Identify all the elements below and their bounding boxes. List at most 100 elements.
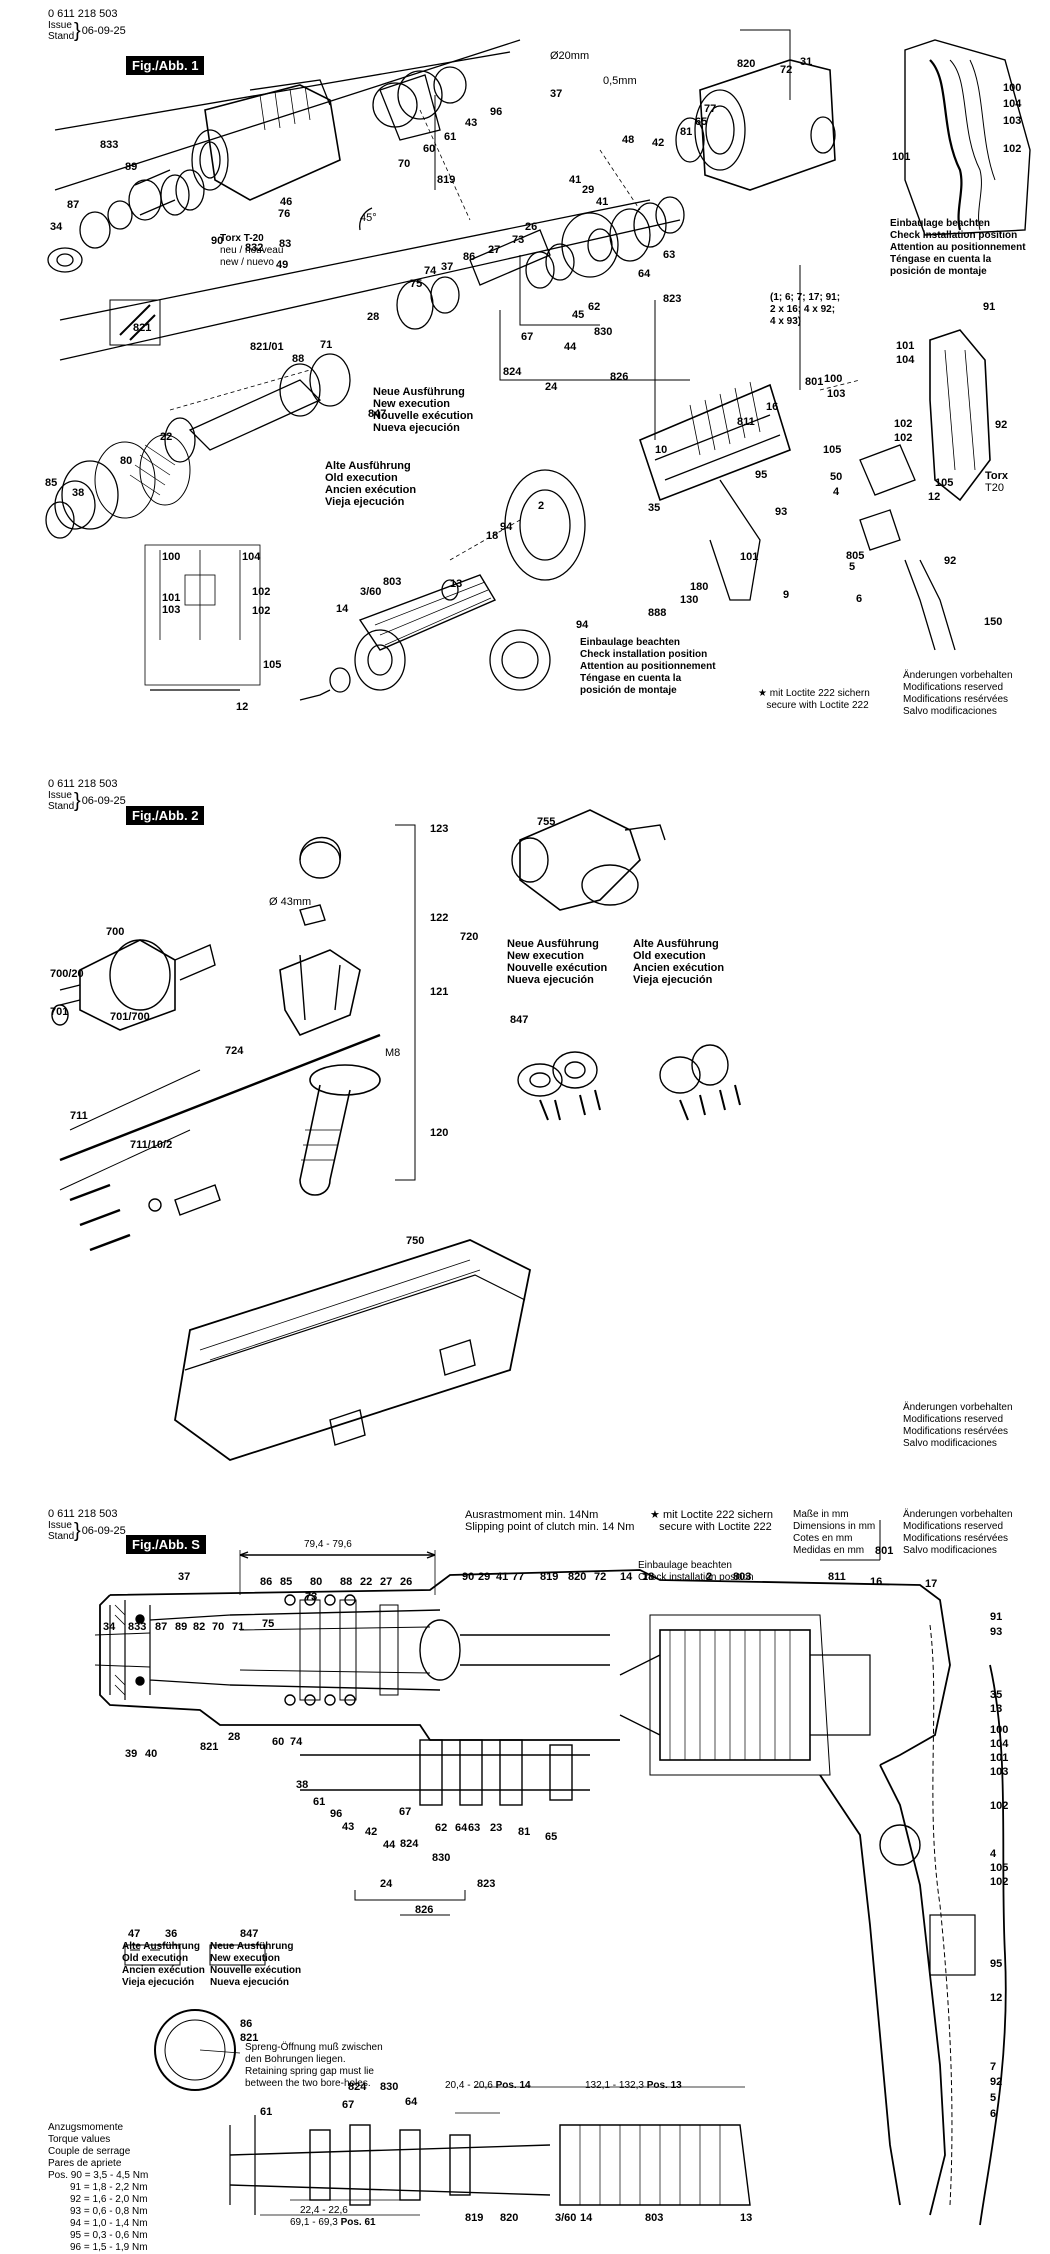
part-callout: 820 — [568, 1571, 586, 1583]
part-callout: 38 — [296, 1779, 308, 1791]
part-callout: 40 — [145, 1748, 157, 1760]
part-callout: 4 — [990, 1848, 997, 1860]
part-callout: 71 — [232, 1621, 244, 1633]
part-callout: 823 — [663, 293, 681, 305]
part-callout: 821 — [133, 322, 151, 334]
part-callout: 122 — [430, 912, 448, 924]
part-callout: 724 — [225, 1045, 244, 1057]
part-callout: 87 — [155, 1621, 167, 1633]
dim-a: 22,4 - 22,6 — [300, 2205, 348, 2216]
part-callout: 70 — [212, 1621, 224, 1633]
part-callout: 81 — [518, 1826, 530, 1838]
part-callout: 89 — [175, 1621, 187, 1633]
loctite-note: ★ mit Loctite 222 sichern secure with Lo… — [758, 688, 870, 711]
sectional-drawing: 37 86 85 80 88 22 27 26 73 75 34 833 87 … — [94, 1520, 1009, 2226]
part-callout: 805 — [846, 550, 864, 562]
guide-line — [54, 39, 521, 191]
dim-pos14: 20,4 - 20,6 Pos. 14 — [445, 2080, 531, 2091]
part-callout: 43 — [465, 117, 477, 129]
star-icon: ★ — [758, 688, 767, 699]
part-callout: 105 — [823, 444, 841, 456]
part-callout: 61 — [313, 1796, 325, 1808]
part-callout: 67 — [342, 2099, 354, 2111]
part-callout: 16 — [870, 1576, 882, 1588]
part-callout: 121 — [430, 986, 448, 998]
part-callout: 101 — [740, 551, 758, 563]
part-callout: 10 — [655, 444, 667, 456]
part-callout: 43 — [342, 1821, 354, 1833]
part-callout: 824 — [400, 1838, 419, 1850]
part-callout: 74 — [424, 265, 437, 277]
part-callout: 96 — [330, 1808, 342, 1820]
part-callout: 90 — [462, 1571, 474, 1583]
part-callout: 48 — [622, 134, 634, 146]
part-callout: 5 — [849, 561, 855, 573]
part-callout: 888 — [648, 607, 666, 619]
part-callout: 71 — [320, 339, 332, 351]
part-callout: 37 — [178, 1571, 190, 1583]
exploded-view-drawing-1: 833 34 87 89 90 832 49 83 76 46 821 821/… — [45, 29, 1031, 713]
part-callout: 803 — [383, 576, 401, 588]
part-callout: 64 — [638, 268, 651, 280]
part-callout: 86 — [260, 1576, 272, 1588]
part-callout: 12 — [990, 1992, 1002, 2004]
part-callout: 105 — [990, 1862, 1008, 1874]
part-callout: 826 — [610, 371, 628, 383]
part-callout: 12 — [236, 701, 248, 713]
part-callout: 830 — [432, 1852, 450, 1864]
part-callout: 6 — [856, 593, 862, 605]
part-callout: 65 — [545, 1831, 557, 1843]
part-callout: 3/60 — [360, 586, 381, 598]
part-callout: 102 — [894, 418, 912, 430]
part-callout: 96 — [490, 106, 502, 118]
part-callout: 123 — [430, 823, 448, 835]
part-callout: 2 — [538, 500, 544, 512]
part-callout: 44 — [564, 341, 577, 353]
part-callout: 104 — [896, 354, 915, 366]
part-callout: 82 — [193, 1621, 205, 1633]
part-callout: 820 — [500, 2212, 518, 2224]
part-callout: 34 — [50, 221, 63, 233]
part-callout: 13 — [740, 2212, 752, 2224]
part-callout: 34 — [103, 1621, 116, 1633]
part-callout: 819 — [437, 174, 455, 186]
part-callout: 100 — [1003, 82, 1021, 94]
part-callout: 61 — [260, 2106, 272, 2118]
part-callout: 13 — [990, 1703, 1002, 1715]
part-callout: 89 — [125, 161, 137, 173]
dim-b: 69,1 - 69,3 Pos. 61 — [290, 2217, 376, 2228]
part-callout: 832 — [245, 242, 263, 254]
part-callout: 821 — [200, 1741, 218, 1753]
part-callout: 75 — [410, 278, 422, 290]
part-callout: 67 — [399, 1806, 411, 1818]
part-callout: 821/01 — [250, 341, 284, 353]
part-callout: 38 — [72, 487, 84, 499]
figure-title: Fig./Abb. S — [126, 1535, 206, 1554]
guide-line — [59, 199, 651, 321]
part-callout: 821 — [240, 2032, 258, 2044]
part-callout: 61 — [444, 131, 456, 143]
part-callout: 830 — [594, 326, 612, 338]
part-callout: 823 — [477, 1878, 495, 1890]
dim-pos13: 132,1 - 132,3 Pos. 13 — [585, 2080, 682, 2091]
part-callout: 74 — [290, 1736, 303, 1748]
part-callout: 94 — [500, 521, 513, 533]
part-callout: 28 — [228, 1731, 240, 1743]
part-callout: 36 — [165, 1928, 177, 1940]
dimension-label: 79,4 - 79,6 — [304, 1539, 352, 1550]
part-callout: 14 — [580, 2212, 593, 2224]
kit-list: (1; 6; 7; 17; 91;2 x 16; 4 x 92;4 x 93) — [770, 292, 841, 327]
part-callout: 750 — [406, 1235, 424, 1247]
part-callout: 62 — [435, 1822, 447, 1834]
part-callout: 847 — [240, 1928, 258, 1940]
